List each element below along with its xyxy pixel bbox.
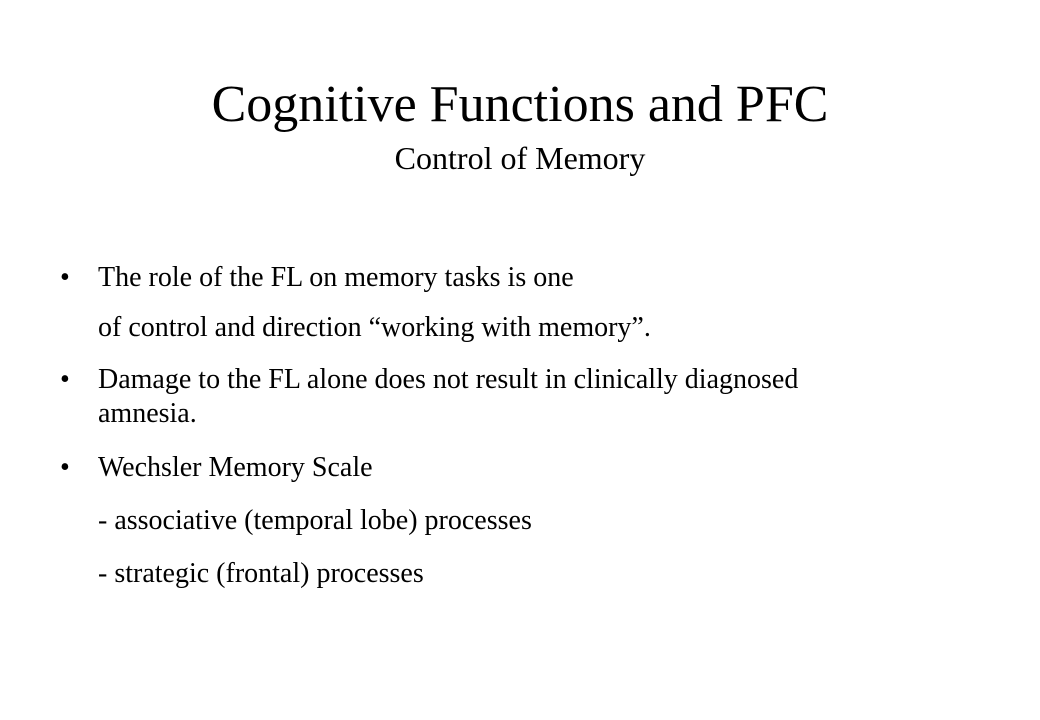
bullet-text: Wechsler Memory Scale [98,452,373,483]
bullet-text: Damage to the FL alone does not result i… [98,364,799,395]
bullet-text: The role of the FL on memory tasks is on… [98,262,574,293]
bullet-icon: • [60,364,70,395]
title-block: Cognitive Functions and PFC Control of M… [0,72,1040,178]
bullet-icon: • [60,262,70,293]
slide-subtitle: Control of Memory [394,140,646,176]
bullet-icon: • [60,452,70,483]
sub-item-text: - strategic (frontal) processes [98,558,424,589]
slide-title: Cognitive Functions and PFC [211,76,829,133]
continuation-text: of control and direction “working with m… [98,312,651,343]
continuation-text: amnesia. [98,398,197,429]
sub-item-text: - associative (temporal lobe) processes [98,505,532,536]
